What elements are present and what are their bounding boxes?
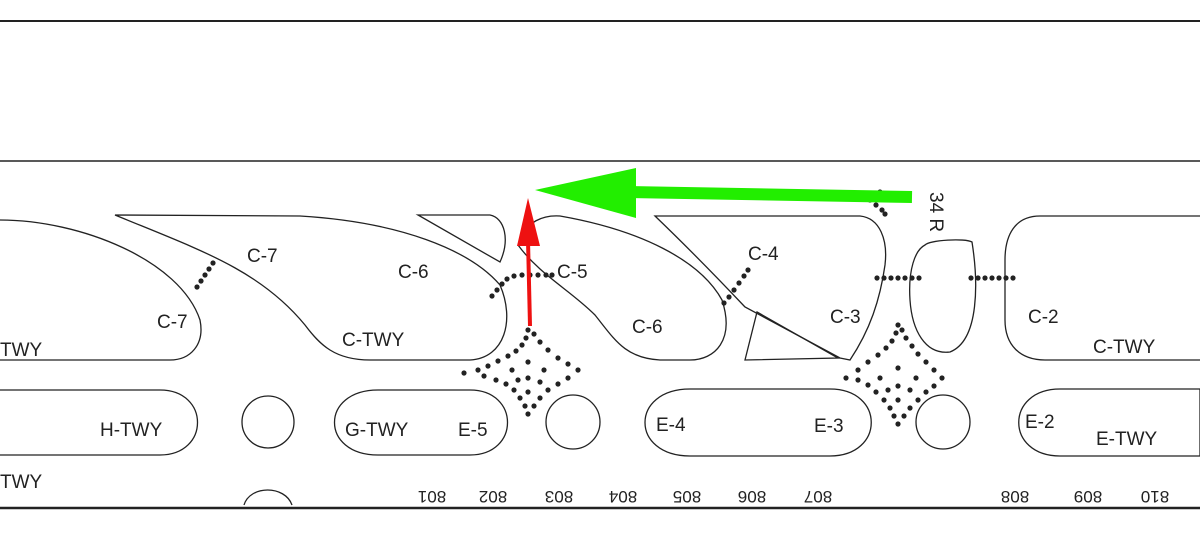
block-c5-triangle (415, 214, 506, 263)
stand-806: 806 (738, 487, 766, 506)
oval-e2 (1018, 388, 1200, 457)
stand-801: 801 (418, 487, 446, 506)
map-labels: C-7 C-7 C-6 C-6 C-5 C-4 C-3 C-2 TWY C-TW… (0, 192, 1158, 493)
red-arrow (517, 198, 540, 327)
label-ctwy-right: C-TWY (1093, 337, 1156, 358)
red-arrow-head (517, 198, 540, 246)
taxiway-outlines (0, 214, 1200, 506)
label-e3: E-3 (814, 416, 844, 437)
green-arrow-head (535, 168, 636, 218)
hotspot-star-left (461, 327, 581, 417)
label-e4: E-4 (656, 415, 686, 436)
green-arrow (535, 168, 913, 218)
oval-htwy (0, 389, 198, 456)
label-c7-lower: C-7 (157, 312, 188, 333)
stopbar-c3 (874, 275, 922, 281)
label-etwy: E-TWY (1096, 429, 1158, 450)
label-c6-lower: C-6 (632, 317, 663, 338)
stand-numbers: 801 802 803 804 805 806 807 808 809 810 (418, 487, 1169, 506)
label-ctwy-left: TWY (0, 340, 43, 361)
label-c2: C-2 (1028, 307, 1059, 328)
stopbar-c4 (721, 267, 751, 306)
block-c7-left (0, 219, 202, 361)
stand-803: 803 (545, 487, 573, 506)
block-c2-small (909, 239, 977, 353)
stopbar-c2 (968, 275, 1016, 281)
label-c7-upper: C-7 (247, 246, 278, 267)
block-c6-lower (517, 215, 727, 361)
label-htwy: H-TWY (100, 420, 163, 441)
label-c6-upper: C-6 (398, 262, 429, 283)
circle-1 (241, 395, 295, 449)
label-gtwy: G-TWY (345, 420, 409, 441)
label-e5: E-5 (458, 420, 488, 441)
stand-807: 807 (804, 487, 832, 506)
block-c6-wedge (114, 214, 508, 361)
stopbar-c5 (489, 272, 555, 299)
circle-3 (915, 394, 971, 450)
green-arrow-shaft (629, 186, 913, 203)
stand-804: 804 (609, 487, 637, 506)
stopbar-c7 (194, 260, 216, 290)
label-c5: C-5 (557, 262, 588, 283)
label-twy-bottom-left: TWY (0, 472, 43, 493)
block-c2 (1004, 215, 1200, 361)
label-e2: E-2 (1025, 412, 1055, 433)
stand-809: 809 (1074, 487, 1102, 506)
stand-805: 805 (673, 487, 701, 506)
label-ctwy-mid: C-TWY (342, 330, 405, 351)
red-arrow-shaft (526, 239, 532, 327)
oval-gtwy (333, 389, 508, 456)
stand-808: 808 (1001, 487, 1029, 506)
label-c3: C-3 (830, 307, 861, 328)
stand-802: 802 (479, 487, 507, 506)
circle-partial (243, 489, 293, 506)
runway-label: 34 R (925, 192, 946, 232)
circle-2 (545, 394, 601, 450)
oval-e4 (644, 388, 872, 457)
hotspot-star-right (843, 322, 945, 427)
stop-bars (194, 189, 1016, 427)
label-c4: C-4 (748, 244, 779, 265)
block-c3-triangle (744, 311, 841, 361)
block-c3 (653, 215, 887, 361)
stand-810: 810 (1141, 487, 1169, 506)
